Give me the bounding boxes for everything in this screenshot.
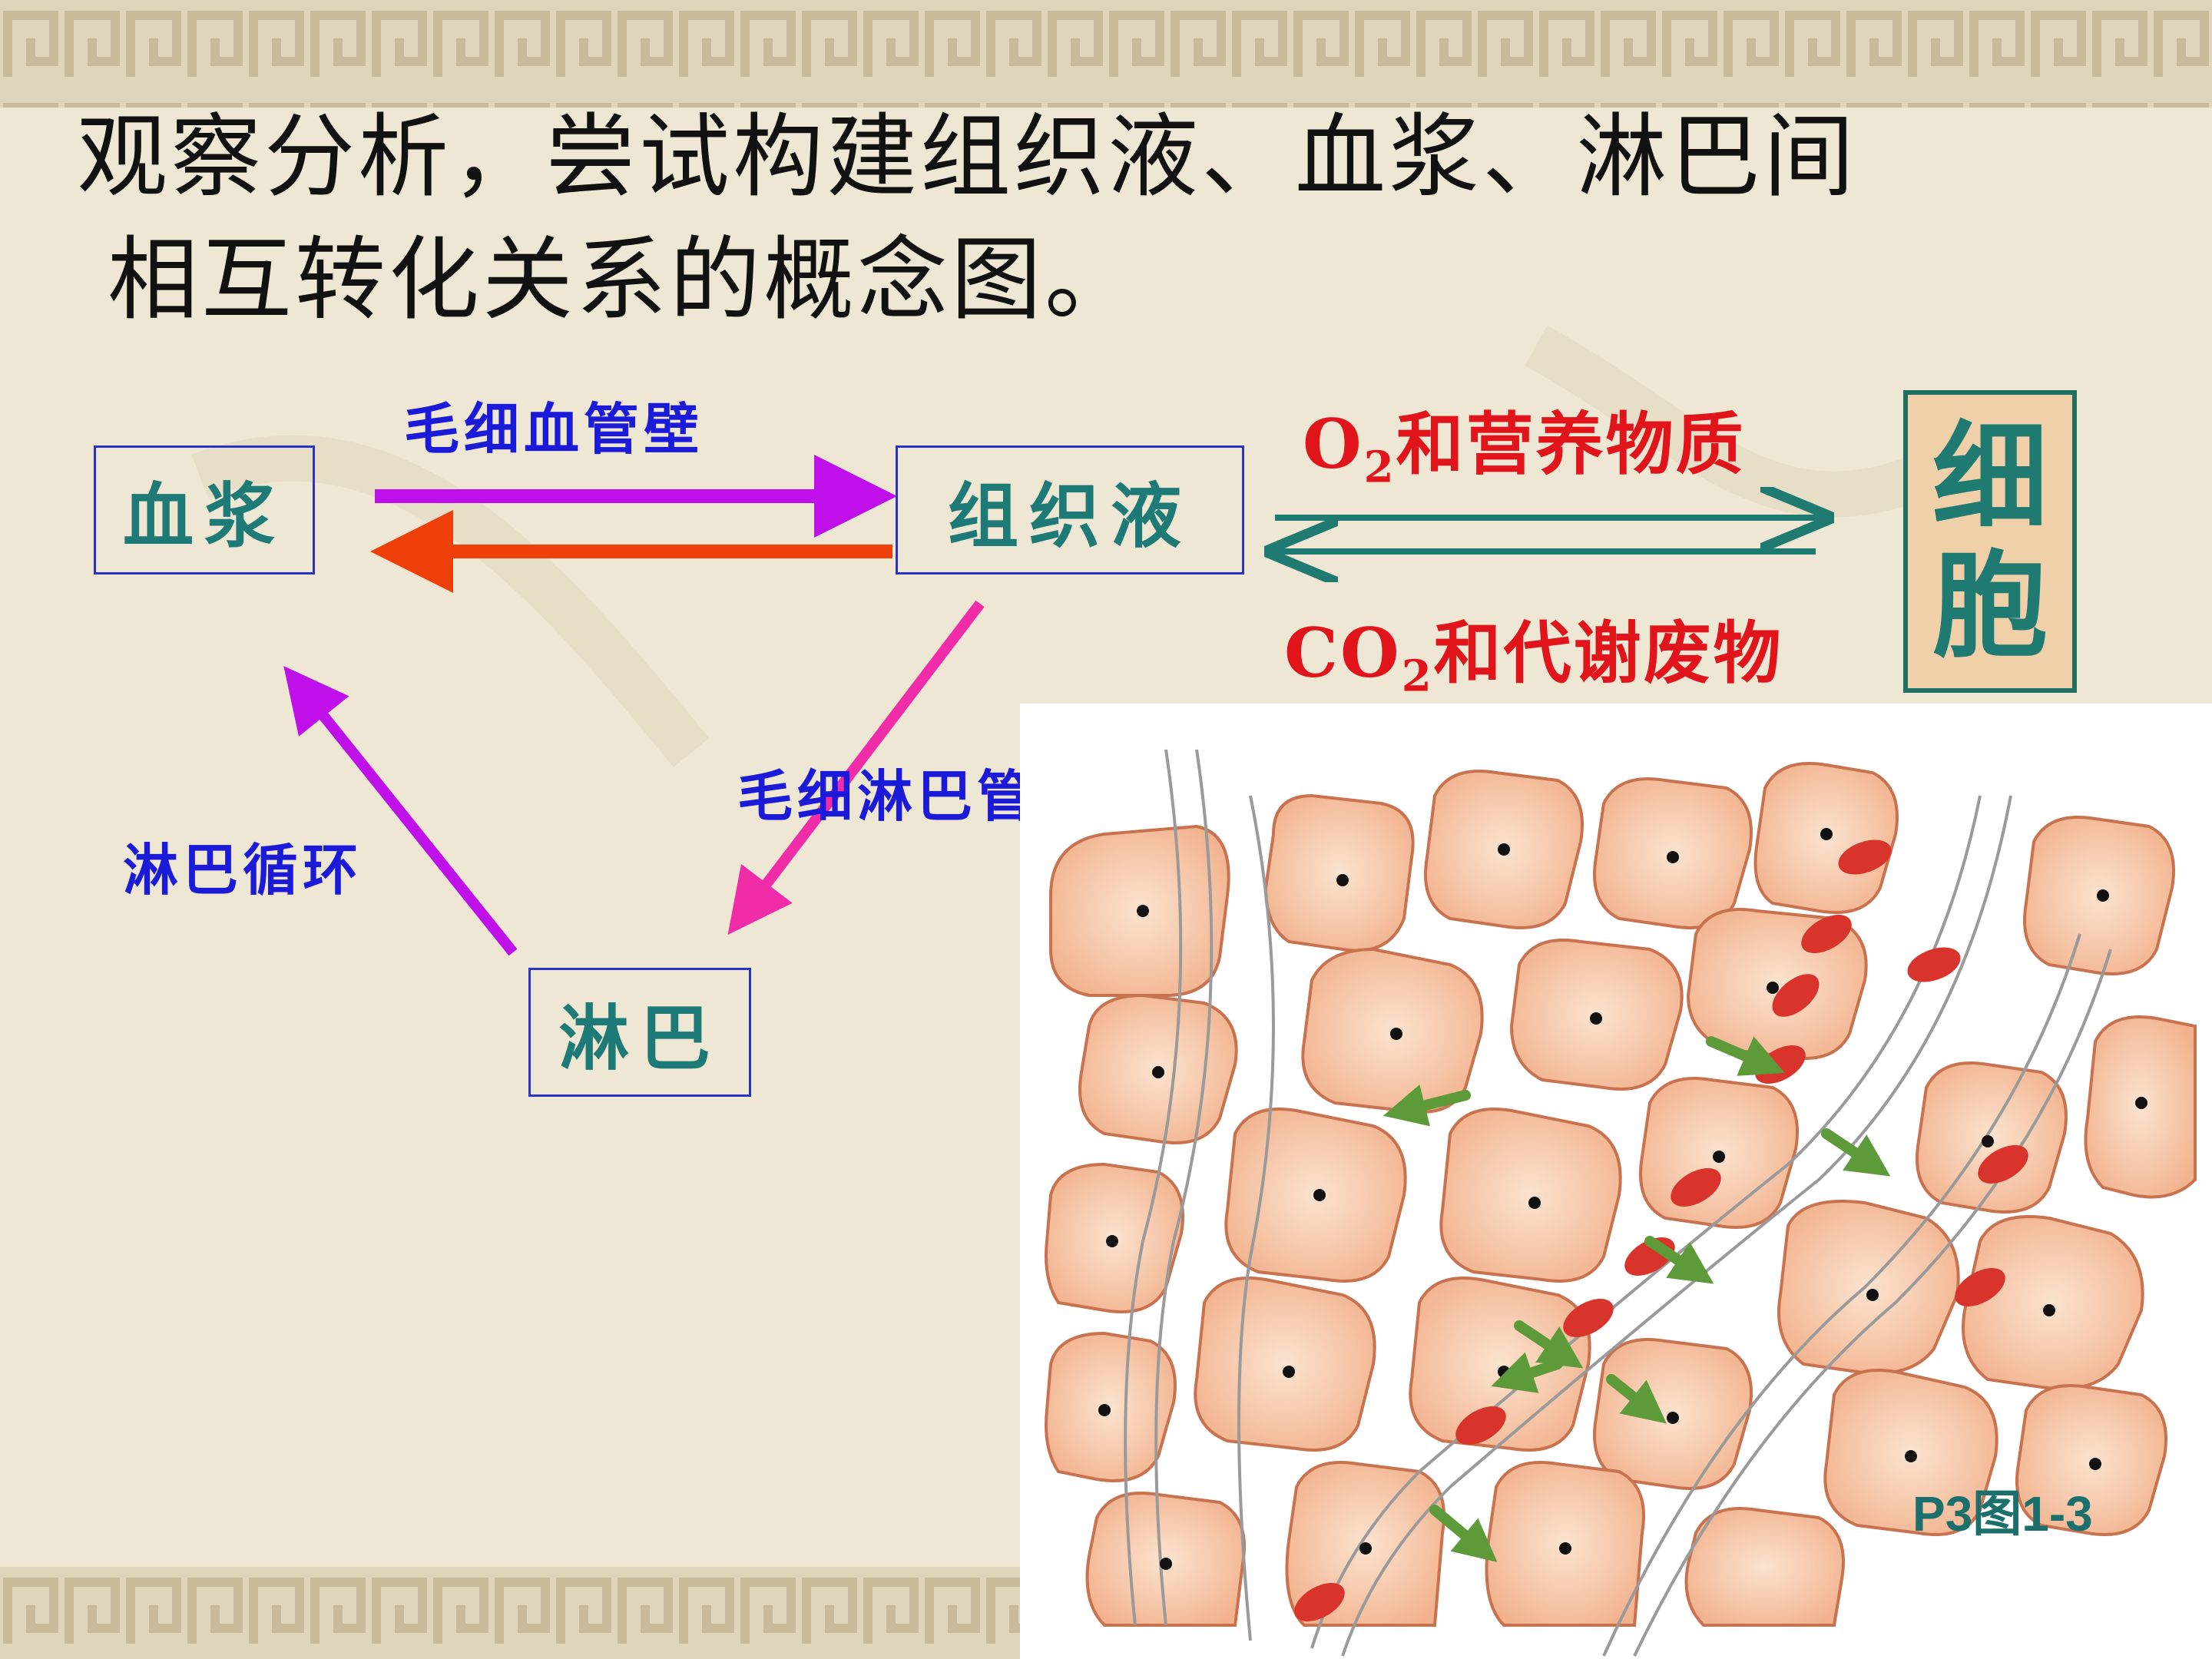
co2-subscript: 2 [1401,651,1434,702]
node-cell-char-1: 细 [1932,409,2048,545]
label-o2-nutrients: O2和营养物质 [1303,390,1746,493]
figure-caption: P3图1-3 [1912,1486,2093,1541]
arrow-tissue-fluid-to-lymph [727,600,985,935]
co2-prefix: CO [1284,613,1402,693]
node-tissue-fluid: 组织液 [896,445,1244,575]
node-cell-char-2: 胞 [1932,538,2048,674]
title-line-2: 相互转化关系的概念图。 [108,227,1139,333]
arrow-lymph-to-plasma [283,666,518,956]
o2-subscript: 2 [1363,442,1396,493]
title-line-1: 观察分析，尝试构建组织液、血浆、淋巴间 [77,104,1858,210]
o2-prefix: O [1303,404,1364,484]
node-lymph: 淋巴 [528,968,751,1097]
co2-suffix: 和代谢废物 [1433,613,1783,693]
o2-suffix: 和营养物质 [1396,404,1746,484]
node-plasma: 血浆 [94,445,315,575]
label-capillary-wall: 毛细血管壁 [404,396,704,462]
node-cell: 细 胞 [1903,390,2077,693]
label-lymph-circulation: 淋巴循环 [123,837,363,902]
label-co2-wastes: CO2和代谢废物 [1284,599,1783,702]
tissue-illustration [1020,704,2212,1659]
